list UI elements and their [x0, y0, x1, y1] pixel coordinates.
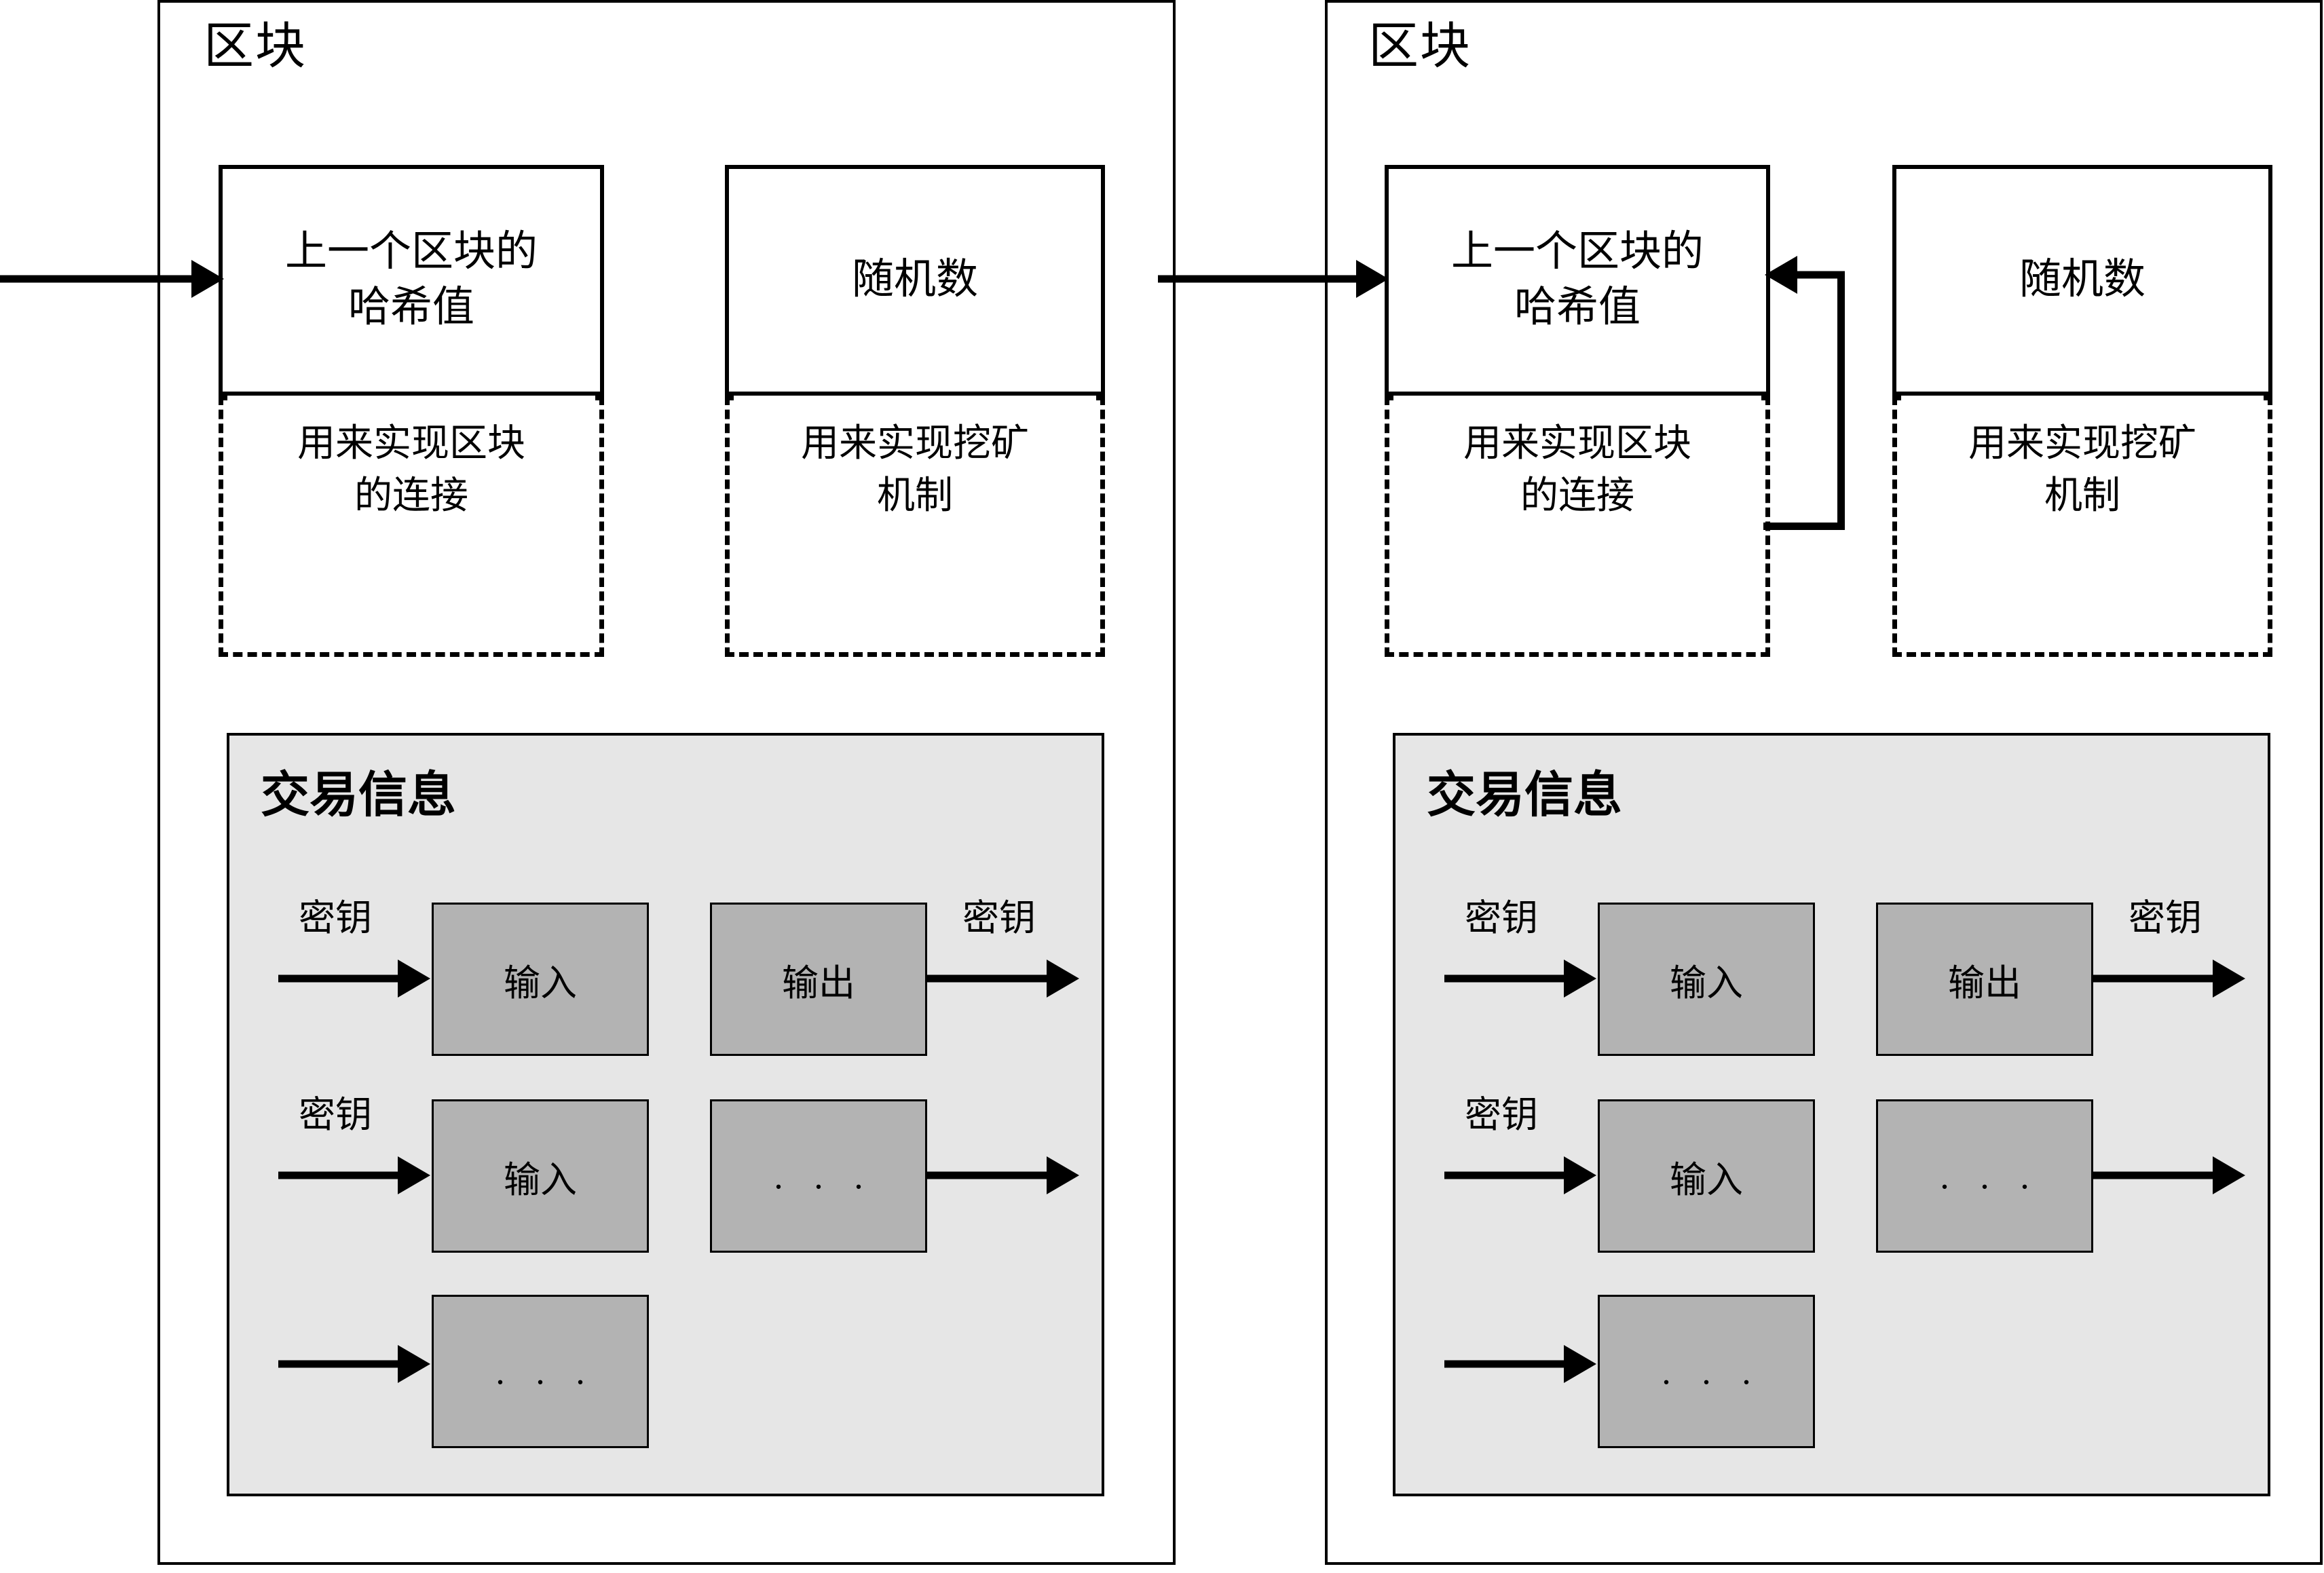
block-2-title: 区块	[1368, 19, 1472, 75]
block-1-row1-in-key: 密钥	[299, 898, 372, 939]
block-1-prev-hash-note: 用来实现区块 的连接	[219, 396, 604, 657]
block-1-row1-input-box: 输入	[432, 903, 649, 1056]
nonce-label-line1: 随机数	[851, 257, 978, 303]
block-1-row3-input-box: . . .	[432, 1295, 649, 1448]
prev-hash-label-line1: 上一个区块的	[1450, 229, 1704, 276]
prev-hash-label-line2: 哈希值	[348, 284, 474, 330]
block-2-row2-input-box: 输入	[1598, 1099, 1815, 1253]
arrow-head-icon	[1564, 960, 1596, 998]
block-2-row2-in-key: 密钥	[1465, 1095, 1538, 1135]
block-1-row2-output-box: . . .	[710, 1099, 927, 1253]
nonce-note-line2: 机制	[877, 475, 953, 518]
prev-hash-note-line2: 的连接	[1520, 475, 1634, 518]
arrow-shaft	[927, 974, 1047, 983]
block-2-row1-in-key: 密钥	[1465, 898, 1538, 939]
tx-box-label: 输入	[1670, 1159, 1743, 1200]
block-2-prev-hash-note: 用来实现区块 的连接	[1385, 396, 1770, 657]
tx-box-label: 输出	[1948, 962, 2021, 1004]
arrow-head-icon	[1765, 256, 1797, 294]
arrow-shaft	[2093, 1171, 2213, 1179]
block-1-title: 区块	[204, 19, 307, 75]
tx-box-label: 输入	[504, 1159, 577, 1200]
block-2-row1-out-key: 密钥	[2129, 898, 2202, 939]
arrow-head-icon	[2213, 1156, 2245, 1194]
arrow-head-icon	[398, 1345, 430, 1383]
tx-box-label: . . .	[1940, 1156, 2040, 1196]
arrow-head-icon	[1564, 1345, 1596, 1383]
prev-hash-note-line1: 用来实现区块	[297, 423, 525, 465]
block-1-row2-in-key: 密钥	[299, 1095, 372, 1135]
block-1-transaction-panel	[227, 733, 1104, 1496]
arrow-shaft	[1444, 1360, 1564, 1368]
prev-hash-label-line2: 哈希值	[1514, 284, 1641, 330]
block-1-transaction-title: 交易信息	[261, 766, 457, 823]
block-1-row1-output-box: 输出	[710, 903, 927, 1056]
arrow-head-icon	[398, 1156, 430, 1194]
nonce-note-line2: 机制	[2044, 475, 2120, 518]
block-1-nonce-note: 用来实现挖矿 机制	[725, 396, 1105, 657]
arrow-head-icon	[191, 260, 224, 298]
arrow-shaft	[2093, 974, 2213, 983]
arrow-shaft	[0, 275, 191, 283]
feedback-loop-bottom-segment	[1763, 523, 1845, 530]
tx-box-label: 输入	[504, 962, 577, 1004]
arrow-shaft	[1444, 974, 1564, 983]
block-2-row2-output-box: . . .	[1876, 1099, 2093, 1253]
block-1-nonce-box: 随机数	[725, 165, 1105, 396]
arrow-head-icon	[2213, 960, 2245, 998]
block-1-row2-input-box: 输入	[432, 1099, 649, 1253]
block-1-prev-hash-box: 上一个区块的 哈希值	[219, 165, 604, 396]
arrow-shaft	[1444, 1171, 1564, 1179]
nonce-label-line1: 随机数	[2019, 257, 2145, 303]
tx-box-label: 输入	[1670, 962, 1743, 1004]
tx-box-label: . . .	[774, 1156, 874, 1196]
feedback-loop-vertical-segment	[1837, 271, 1845, 530]
arrow-head-icon	[398, 960, 430, 998]
block-2-transaction-panel	[1393, 733, 2270, 1496]
arrow-shaft	[278, 1360, 398, 1368]
nonce-note-line1: 用来实现挖矿	[801, 423, 1029, 465]
arrow-head-icon	[1047, 1156, 1079, 1194]
arrow-head-icon	[1356, 260, 1389, 298]
block-2-row3-input-box: . . .	[1598, 1295, 1815, 1448]
block-2-nonce-note: 用来实现挖矿 机制	[1892, 396, 2272, 657]
arrow-head-icon	[1047, 960, 1079, 998]
prev-hash-label-line1: 上一个区块的	[284, 229, 538, 276]
arrow-head-icon	[1564, 1156, 1596, 1194]
block-1-row1-out-key: 密钥	[962, 898, 1036, 939]
tx-box-label: . . .	[495, 1351, 596, 1392]
block-2-transaction-title: 交易信息	[1427, 766, 1623, 823]
nonce-note-line1: 用来实现挖矿	[1968, 423, 2196, 465]
block-2-prev-hash-box: 上一个区块的 哈希值	[1385, 165, 1770, 396]
arrow-shaft	[278, 1171, 398, 1179]
prev-hash-note-line2: 的连接	[354, 475, 468, 518]
arrow-shaft	[278, 974, 398, 983]
block-2-row1-output-box: 输出	[1876, 903, 2093, 1056]
block-2-row1-input-box: 输入	[1598, 903, 1815, 1056]
arrow-shaft	[927, 1171, 1047, 1179]
tx-box-label: . . .	[1662, 1351, 1762, 1392]
prev-hash-note-line1: 用来实现区块	[1463, 423, 1691, 465]
arrow-shaft	[1158, 275, 1356, 283]
tx-box-label: 输出	[782, 962, 855, 1004]
block-2-nonce-box: 随机数	[1892, 165, 2272, 396]
arrow-shaft	[1795, 271, 1845, 279]
